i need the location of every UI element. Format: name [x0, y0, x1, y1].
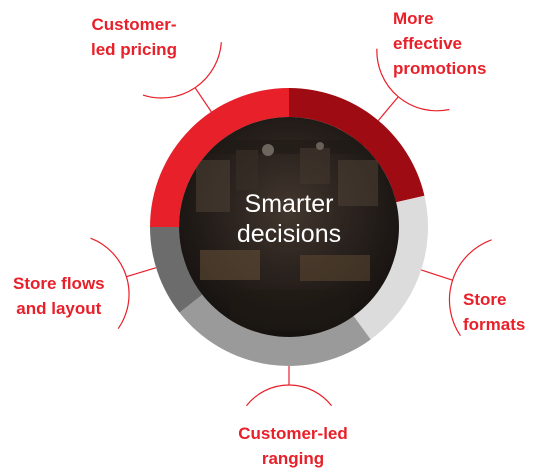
label-more-effective-promotions: More effective promotions: [393, 9, 487, 78]
segment-ring: [150, 88, 428, 366]
connector-arcs: [90, 42, 492, 407]
connector-customer-led-pricing: [142, 42, 222, 113]
label-store-flows-and-layout: Store flows and layout: [13, 274, 105, 318]
store-photo-icon: [179, 117, 399, 337]
center-title-line-1: Smarter: [244, 190, 334, 218]
center-title: Smarter decisions: [200, 189, 378, 249]
ring-segment-more-effective-promotions: [289, 88, 425, 203]
center-title-line-2: decisions: [236, 220, 342, 248]
label-customer-led-pricing: Customer- led pricing: [91, 15, 177, 59]
label-store-formats: Store formats: [463, 290, 526, 334]
ring-segment-store-formats: [353, 195, 428, 340]
connector-customer-led-ranging: [245, 366, 333, 407]
connector-store-formats: [421, 239, 492, 337]
ring-segment-store-flows-and-layout: [150, 227, 203, 313]
connector-more-effective-promotions: [376, 48, 450, 121]
ring-segment-customer-led-ranging: [179, 294, 371, 366]
connector-store-flows-and-layout: [90, 237, 157, 330]
label-customer-led-ranging: Customer-led ranging: [238, 424, 348, 468]
ring-segment-customer-led-pricing: [150, 88, 289, 227]
